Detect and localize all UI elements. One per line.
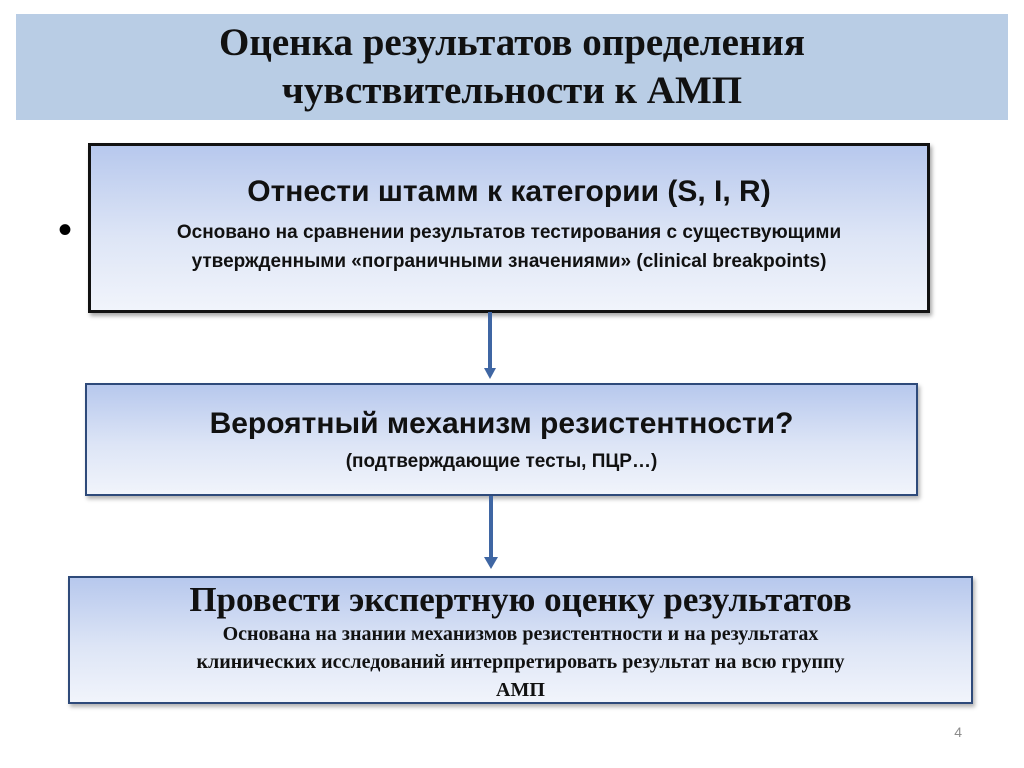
step-1-heading: Отнести штамм к категории (S, I, R) (247, 175, 771, 208)
step-3-detail-line-3: АМП (496, 679, 545, 701)
slide-title-line-1: Оценка результатов определения (219, 21, 805, 64)
step-box-categorize: Отнести штамм к категории (S, I, R) Осно… (88, 143, 930, 313)
arrow-down-icon (484, 496, 498, 569)
step-box-mechanism: Вероятный механизм резистентности? (подт… (85, 383, 918, 496)
slide-title: Оценка результатов определения чувствите… (16, 14, 1008, 120)
step-1-detail-line-2: утвержденными «пограничными значениями» … (191, 251, 827, 272)
step-1-detail-line-1: Основано на сравнении результатов тестир… (176, 222, 842, 243)
step-box-expert-assessment: Провести экспертную оценку результатов О… (68, 576, 973, 704)
step-3-detail-line-1: Основана на знании механизмов резистентн… (222, 623, 819, 645)
bullet-marker: • (58, 208, 73, 252)
arrow-down-icon (484, 312, 496, 379)
step-3-detail-line-2: клинических исследований интерпретироват… (196, 651, 845, 673)
slide-title-line-2: чувствительности к АМП (281, 69, 743, 112)
page-number: 4 (954, 724, 962, 740)
step-2-heading: Вероятный механизм резистентности? (209, 406, 794, 440)
step-2-detail-line-1: (подтверждающие тесты, ПЦР…) (345, 450, 658, 472)
step-3-heading: Провести экспертную оценку результатов (189, 580, 852, 619)
